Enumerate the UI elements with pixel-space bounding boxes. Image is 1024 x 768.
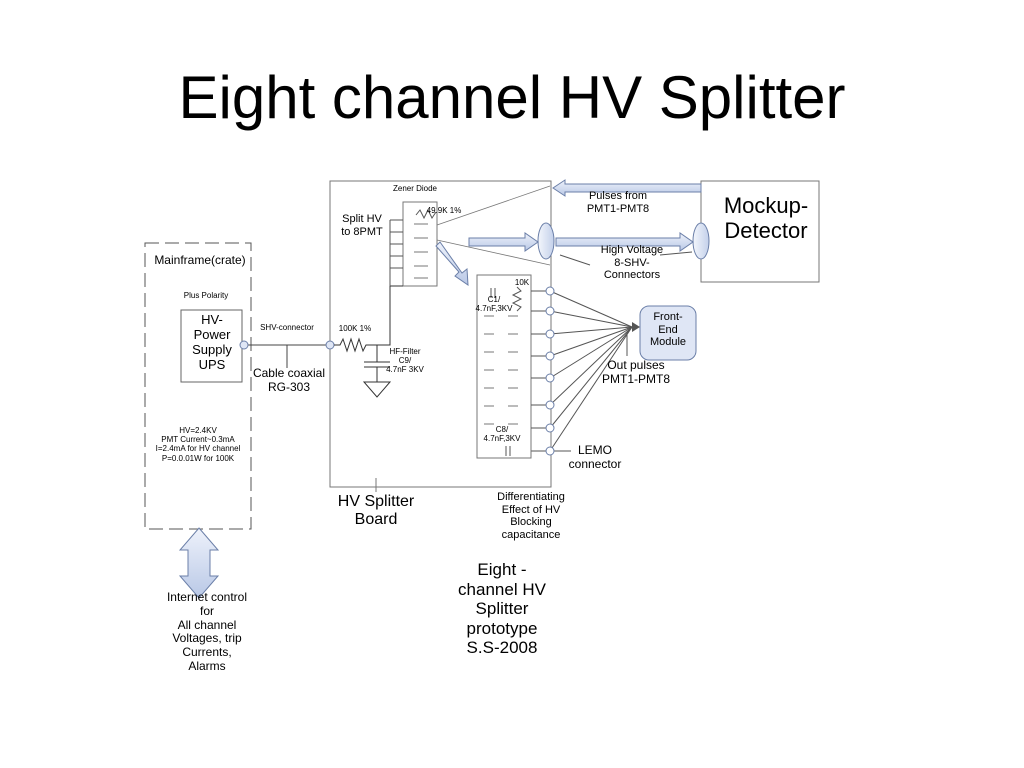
split-arrow xyxy=(435,241,469,286)
resistor-10k-label: 10K xyxy=(514,278,530,287)
resistor-100k-label: 100K 1% xyxy=(338,324,372,333)
board-shv-connector xyxy=(537,222,555,260)
differentiating-label: Differentiating Effect of HV Blocking ca… xyxy=(497,491,565,541)
front-end-module-label: Front- End Module xyxy=(649,311,687,349)
capacitor-box xyxy=(476,274,532,459)
pulses-from-label: Pulses from PMT1-PMT8 xyxy=(586,190,650,215)
zener-diode-label: Zener Diode xyxy=(392,184,438,193)
plus-polarity-label: Plus Polarity xyxy=(183,291,229,300)
hv-splitter-board-label: HV Splitter Board xyxy=(337,493,415,529)
out-pulses-label: Out pulses PMT1-PMT8 xyxy=(601,358,670,386)
split-hv-label: Split HV to 8PMT xyxy=(341,213,383,238)
detector-shv-connector xyxy=(692,222,710,260)
pulses-arrow xyxy=(552,179,702,197)
lemo-connectors xyxy=(531,290,633,452)
slide-title: Eight channel HV Splitter xyxy=(178,64,846,131)
hv-arrow-to-board xyxy=(468,232,539,252)
mainframe-label: Mainframe(crate) xyxy=(154,253,246,267)
lemo-connector-label: LEMO connector xyxy=(568,443,622,471)
resistor-49-9k-label: 49.9K 1% xyxy=(426,206,462,215)
mockup-detector-box xyxy=(700,180,820,283)
hv-power-supply-label: HV- Power Supply UPS xyxy=(192,312,232,372)
high-voltage-label: High Voltage 8-SHV- Connectors xyxy=(600,244,664,282)
cable-coaxial-label: Cable coaxial RG-303 xyxy=(252,366,326,394)
prototype-label: Eight - channel HV Splitter prototype S.… xyxy=(458,560,546,658)
internet-control-label: Internet control for All channel Voltage… xyxy=(166,590,248,673)
hf-filter-label: HF-Filter C9/ 4.7nF 3KV xyxy=(386,347,424,375)
mainframe-box xyxy=(144,242,252,530)
shv-connector-label: SHV-connector xyxy=(260,323,314,332)
hv-arrow-to-detector xyxy=(555,232,694,252)
internet-control-arrow xyxy=(178,527,220,599)
hv-power-supply-box xyxy=(180,309,243,383)
c8-label: C8/ 4.7nF,3KV xyxy=(483,425,521,444)
mockup-detector-label: Mockup- Detector xyxy=(723,193,809,244)
resistor-100k xyxy=(334,285,403,353)
front-end-module-box xyxy=(639,305,697,361)
c1-label: C1/ 4.7nF,3KV xyxy=(475,295,513,314)
ground-symbol xyxy=(362,381,392,398)
hv-specs-label: HV=2.4KV PMT Current~0.3mA I=2.4mA for H… xyxy=(155,426,241,463)
